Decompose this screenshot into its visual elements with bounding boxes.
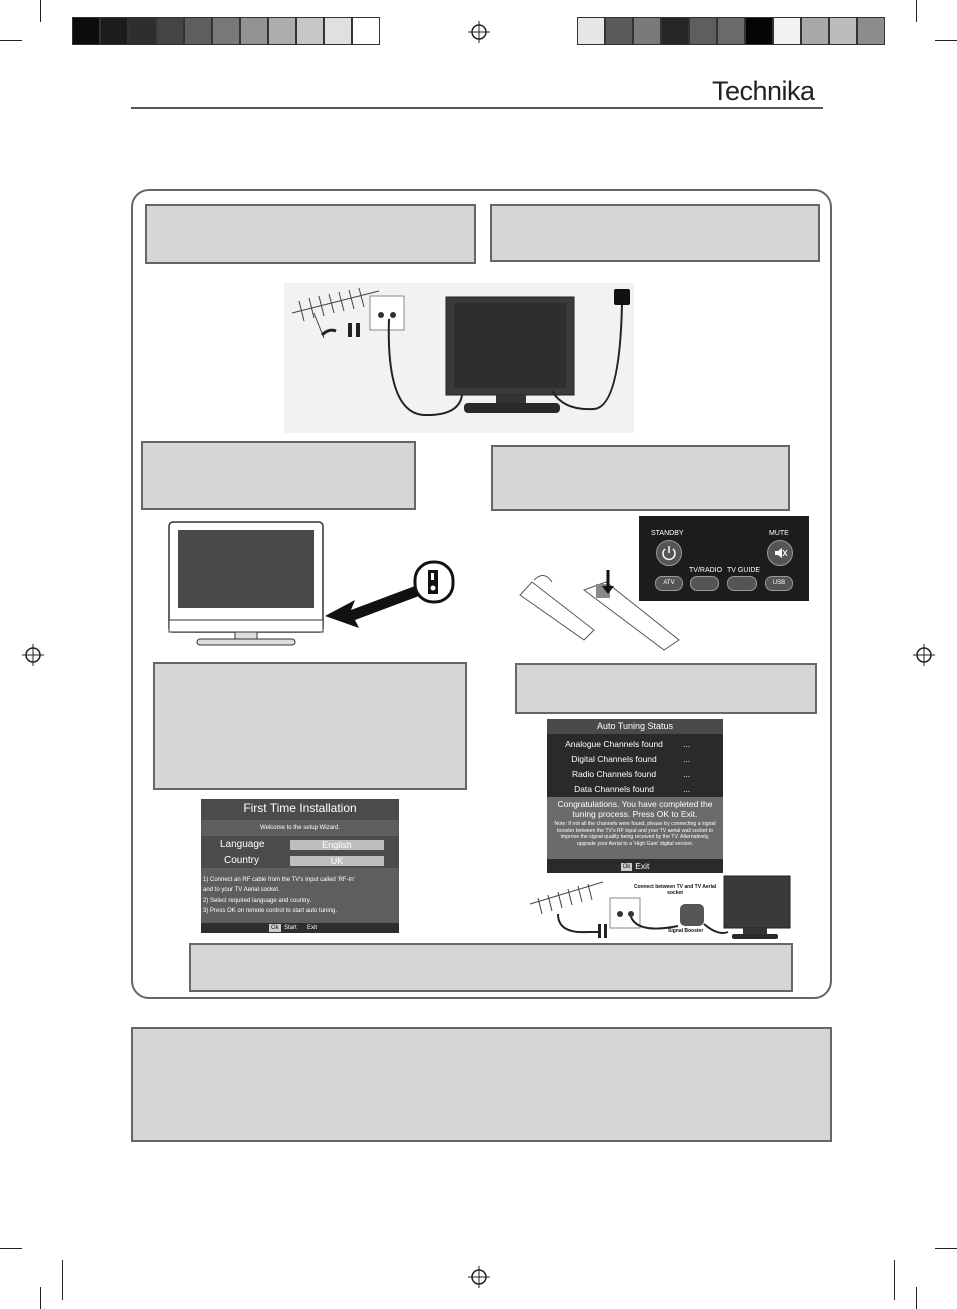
color-swatch (633, 17, 661, 45)
country-label: Country (224, 855, 260, 866)
crop-mark (935, 1248, 957, 1249)
auto-tuning-title: Auto Tuning Status (547, 719, 723, 734)
tuning-row: Data Channels found... (574, 784, 691, 794)
registration-mark-icon (468, 1266, 490, 1288)
remote-button-panel: STANDBY MUTE TV/RADIO TV GUIDE ATV USB (639, 516, 809, 601)
country-select[interactable]: UK (290, 856, 384, 866)
color-swatch (577, 17, 605, 45)
callout-box-step-1 (145, 204, 476, 264)
auto-tuning-status-screen: Auto Tuning Status Analogue Channels fou… (547, 719, 723, 873)
callout-box-step-2 (490, 204, 820, 262)
atv-button[interactable]: ATV (655, 576, 683, 591)
crop-mark (62, 1260, 63, 1300)
quick-start-panel (131, 189, 832, 999)
crop-mark (894, 1260, 895, 1300)
exit-label: Exit (635, 861, 650, 871)
color-swatch (156, 17, 184, 45)
crop-mark (40, 0, 41, 22)
signal-booster-label: Signal Booster (668, 928, 704, 934)
tvradio-label: TV/RADIO (689, 567, 723, 574)
tuning-complete-message: Congratulations. You have completed the … (547, 797, 723, 859)
color-swatch (689, 17, 717, 45)
color-swatch (829, 17, 857, 45)
tuning-note: Note: If not all the channels were found… (554, 821, 716, 847)
mute-icon (775, 548, 788, 558)
tuning-row: Digital Channels found... (571, 754, 691, 764)
tvguide-label: TV GUIDE (727, 567, 761, 574)
color-swatch (605, 17, 633, 45)
standby-label: STANDBY (651, 530, 684, 537)
color-swatch (661, 17, 689, 45)
mute-label: MUTE (769, 530, 789, 537)
fti-title: First Time Installation (243, 801, 357, 815)
mute-button[interactable] (767, 540, 793, 566)
tuning-row: Analogue Channels found... (565, 739, 691, 749)
color-swatch (857, 17, 885, 45)
tvradio-button[interactable] (690, 576, 719, 591)
registration-mark-icon (468, 21, 490, 43)
color-swatch (128, 17, 156, 45)
brand-logo: Technika (712, 76, 815, 106)
fti-instruction: 3) Press OK on remote control to start a… (203, 908, 338, 914)
note-box (131, 1027, 832, 1142)
ok-badge[interactable]: Ok (620, 862, 633, 871)
fti-title-band (201, 799, 399, 820)
color-swatch (352, 17, 380, 45)
fti-welcome: Welcome to the setup Wizard. (260, 825, 340, 831)
language-select[interactable]: English (290, 840, 384, 850)
color-swatch (773, 17, 801, 45)
registration-mark-icon (913, 644, 935, 666)
fti-exit-label: Exit (307, 925, 318, 931)
remote-battery-illustration (519, 570, 680, 651)
color-swatch (717, 17, 745, 45)
color-swatch (324, 17, 352, 45)
callout-box-step-7 (189, 943, 793, 992)
crop-mark (935, 40, 957, 41)
color-swatch (268, 17, 296, 45)
color-swatch (184, 17, 212, 45)
fti-ok-badge: Ok (269, 924, 281, 932)
power-icon (662, 546, 676, 561)
callout-box-step-4 (491, 445, 790, 511)
fti-instruction: 2) Select required language and country. (203, 898, 311, 904)
usb-button[interactable]: USB (765, 576, 793, 591)
color-swatch (212, 17, 240, 45)
color-swatch (240, 17, 268, 45)
tv-connection-illustration (284, 283, 634, 433)
first-time-installation-screen: First Time Installation Welcome to the s… (201, 799, 399, 933)
callout-box-step-5 (153, 662, 467, 790)
fti-footer-band (201, 923, 399, 933)
crop-mark (40, 1287, 41, 1309)
crop-mark (0, 40, 22, 41)
fti-instruction: 1) Connect an RF cable from the TV's Inp… (203, 877, 355, 883)
callout-box-step-6 (515, 663, 817, 714)
standby-button[interactable] (656, 540, 682, 566)
crop-mark (916, 0, 917, 22)
language-label: Language (220, 839, 265, 850)
callout-box-step-3 (141, 441, 416, 510)
crop-mark (916, 1287, 917, 1309)
tv-power-illustration (168, 521, 455, 646)
fti-start-label: Start (284, 925, 297, 931)
color-swatch (296, 17, 324, 45)
congrats-text: Congratulations. You have completed the … (557, 799, 713, 819)
crop-mark (0, 1248, 22, 1249)
tvguide-button[interactable] (727, 576, 757, 591)
header-rule (131, 107, 823, 109)
fti-instruction: and to your TV Aerial socket. (203, 887, 280, 893)
tuning-row: Radio Channels found... (571, 769, 691, 779)
color-swatch (745, 17, 773, 45)
registration-mark-icon (22, 644, 44, 666)
color-swatch (801, 17, 829, 45)
color-swatch (100, 17, 128, 45)
signal-booster-illustration (529, 875, 791, 939)
color-swatch (72, 17, 100, 45)
connect-between-label: Connect between TV and TV Aerial socket (633, 884, 717, 896)
